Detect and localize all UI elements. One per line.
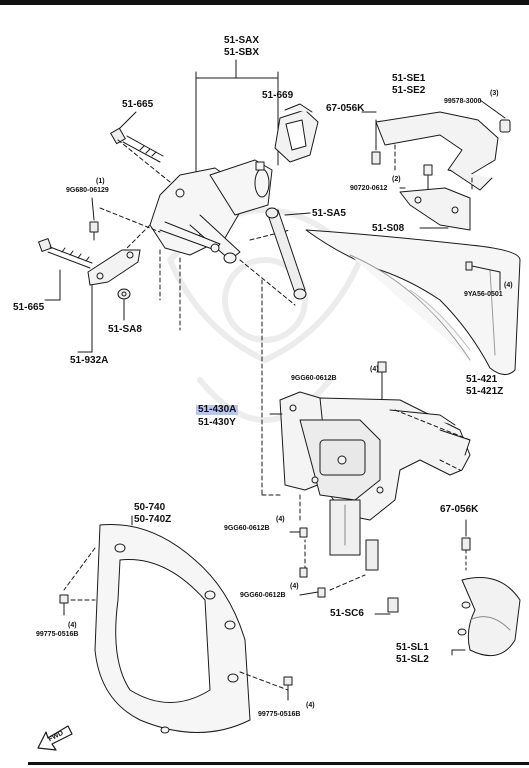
leaders-left — [44, 269, 125, 321]
label-51-430y: 51-430Y — [198, 417, 236, 428]
label-67-056k-bottom: 67-056K — [440, 504, 479, 515]
bracket-51-430a — [279, 391, 471, 571]
label-51-932a: 51-932A — [70, 355, 109, 366]
label-9ya56-0501: 9YA56-0501 — [464, 291, 503, 298]
qty-9gg60-b: (4) — [276, 516, 285, 523]
clip-67-056k-top — [361, 111, 381, 165]
boot-51-669 — [274, 103, 319, 163]
guide-lines-bracket — [261, 409, 471, 591]
sax-bracket — [195, 59, 279, 181]
cover-51-sl1 — [451, 577, 521, 657]
label-90720-0612: 90720-0612 — [350, 185, 388, 192]
label-51-sl2: 51-SL2 — [396, 654, 429, 665]
bracket-51-s08 — [399, 164, 471, 231]
label-9gg60-0612b-b: 9GG60-0612B — [224, 525, 270, 532]
screw-9gg60-c — [299, 567, 326, 598]
link-51-sa5 — [265, 207, 311, 300]
clip-67-056k-bottom — [461, 519, 471, 571]
top-border — [0, 0, 529, 5]
label-51-sa5: 51-SA5 — [312, 208, 346, 219]
label-51-669: 51-669 — [262, 90, 294, 101]
screw-99775-bottom — [283, 676, 293, 701]
qty-9ya56: (4) — [504, 282, 513, 289]
qty-9gg60-c: (4) — [290, 583, 299, 590]
label-99775-0516b-b: 99775-0516B — [258, 711, 301, 718]
bolt-51-665-bottom — [38, 238, 93, 269]
label-99775-0516b-a: 99775-0516B — [36, 631, 79, 638]
qty-99775-a: (4) — [68, 622, 77, 629]
label-51-s08: 51-S08 — [372, 223, 405, 234]
bracket-51-se1 — [375, 111, 499, 193]
qty-99578: (3) — [490, 90, 499, 97]
label-51-sc6: 51-SC6 — [330, 608, 364, 619]
label-51-665-bottom: 51-665 — [13, 302, 45, 313]
label-50-740: 50-740 — [134, 502, 166, 513]
screw-99775-left — [59, 594, 69, 616]
bezel-50-740 — [94, 515, 251, 734]
qty-9g680: (1) — [96, 178, 105, 185]
qty-9gg60-a: (4) — [370, 366, 379, 373]
clip-99578 — [479, 99, 511, 133]
label-51-421z: 51-421Z — [466, 386, 504, 397]
label-51-sbx: 51-SBX — [224, 47, 260, 58]
qty-99775-b: (4) — [306, 702, 315, 709]
label-51-sl1: 51-SL1 — [396, 642, 429, 653]
label-9gg60-0612b-c: 9GG60-0612B — [240, 592, 286, 599]
label-51-421: 51-421 — [466, 374, 498, 385]
label-51-se1: 51-SE1 — [392, 73, 426, 84]
label-9g680-06129: 9G680-06129 — [66, 187, 109, 194]
bolt-9g680 — [89, 197, 99, 241]
label-51-sa8: 51-SA8 — [108, 324, 142, 335]
bolt-51-665-top — [110, 111, 164, 163]
label-51-430a[interactable]: 51-430A — [196, 404, 239, 415]
fwd-arrow-icon — [37, 725, 73, 751]
label-51-sax: 51-SAX — [224, 35, 260, 46]
label-51-se2: 51-SE2 — [392, 85, 426, 96]
label-9gg60-0612b-a: 9GG60-0612B — [291, 375, 337, 382]
plate-51-932a — [77, 249, 141, 353]
washer-51-sa8 — [117, 288, 131, 300]
screw-9ya56 — [465, 261, 501, 291]
bottom-border — [28, 762, 529, 765]
qty-90720: (2) — [392, 176, 401, 183]
label-67-056k-top: 67-056K — [326, 103, 365, 114]
label-99578-3000: 99578-3000 — [444, 98, 482, 105]
label-50-740z: 50-740Z — [134, 514, 172, 525]
clip-51-sc6 — [374, 597, 399, 615]
label-51-665-top: 51-665 — [122, 99, 154, 110]
motor-assembly — [149, 159, 273, 264]
guide-lines-bezel — [63, 547, 289, 691]
screw-9gg60-b — [289, 527, 308, 538]
